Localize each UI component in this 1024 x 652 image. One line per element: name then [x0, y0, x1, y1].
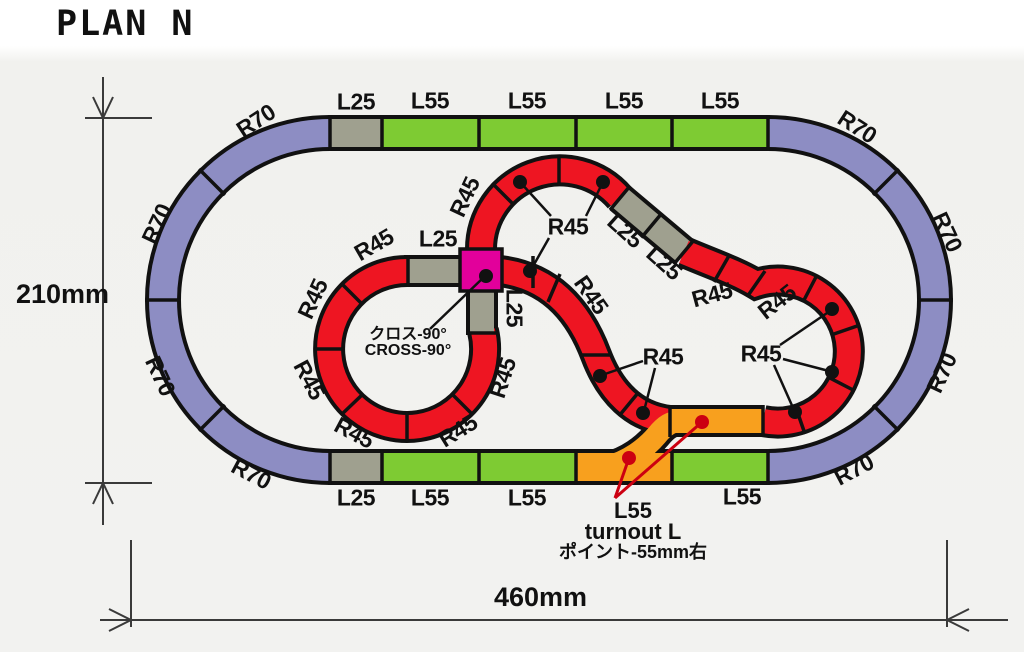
- track-label-l55: L55: [507, 87, 547, 114]
- turnout-callout-ja: ポイント-55mm右: [558, 542, 708, 562]
- callout-leaders: [429, 175, 839, 420]
- track-label-l55: L55: [507, 484, 547, 511]
- width-dimension: [100, 540, 1008, 632]
- cross-callout-line-en: CROSS-90°: [364, 342, 452, 359]
- turnout-callout-type: turnout L: [584, 519, 682, 544]
- height-dimension-label: 210mm: [16, 279, 110, 309]
- track-label-l55: L55: [700, 87, 740, 114]
- track-label-l55: L55: [722, 483, 762, 510]
- height-dimension: [85, 77, 152, 525]
- track-label-r45: R45: [547, 213, 589, 240]
- turnout-callout: L55 turnout L ポイント-55mm右: [559, 500, 707, 563]
- track-label-r45: R45: [740, 340, 782, 367]
- plan-title: PLAN N: [56, 4, 195, 44]
- track-label-l25: L25: [501, 288, 528, 328]
- track-label-l25: L25: [418, 225, 458, 252]
- track-label-l25: L25: [336, 484, 376, 511]
- turnout-callout-piece: L55: [614, 498, 652, 523]
- track-label-l25: L25: [336, 88, 376, 115]
- cross-90-piece: [458, 247, 504, 293]
- width-dimension-label: 460mm: [494, 582, 588, 612]
- cross-90-callout: クロス-90° CROSS-90°: [365, 327, 451, 359]
- track-label-l55: L55: [604, 87, 644, 114]
- cross-callout-line-ja: クロス-90°: [369, 326, 447, 343]
- turnout-leaders: [613, 415, 709, 500]
- track-label-r45: R45: [642, 343, 684, 370]
- track-label-l55: L55: [410, 87, 450, 114]
- track-label-l55: L55: [410, 484, 450, 511]
